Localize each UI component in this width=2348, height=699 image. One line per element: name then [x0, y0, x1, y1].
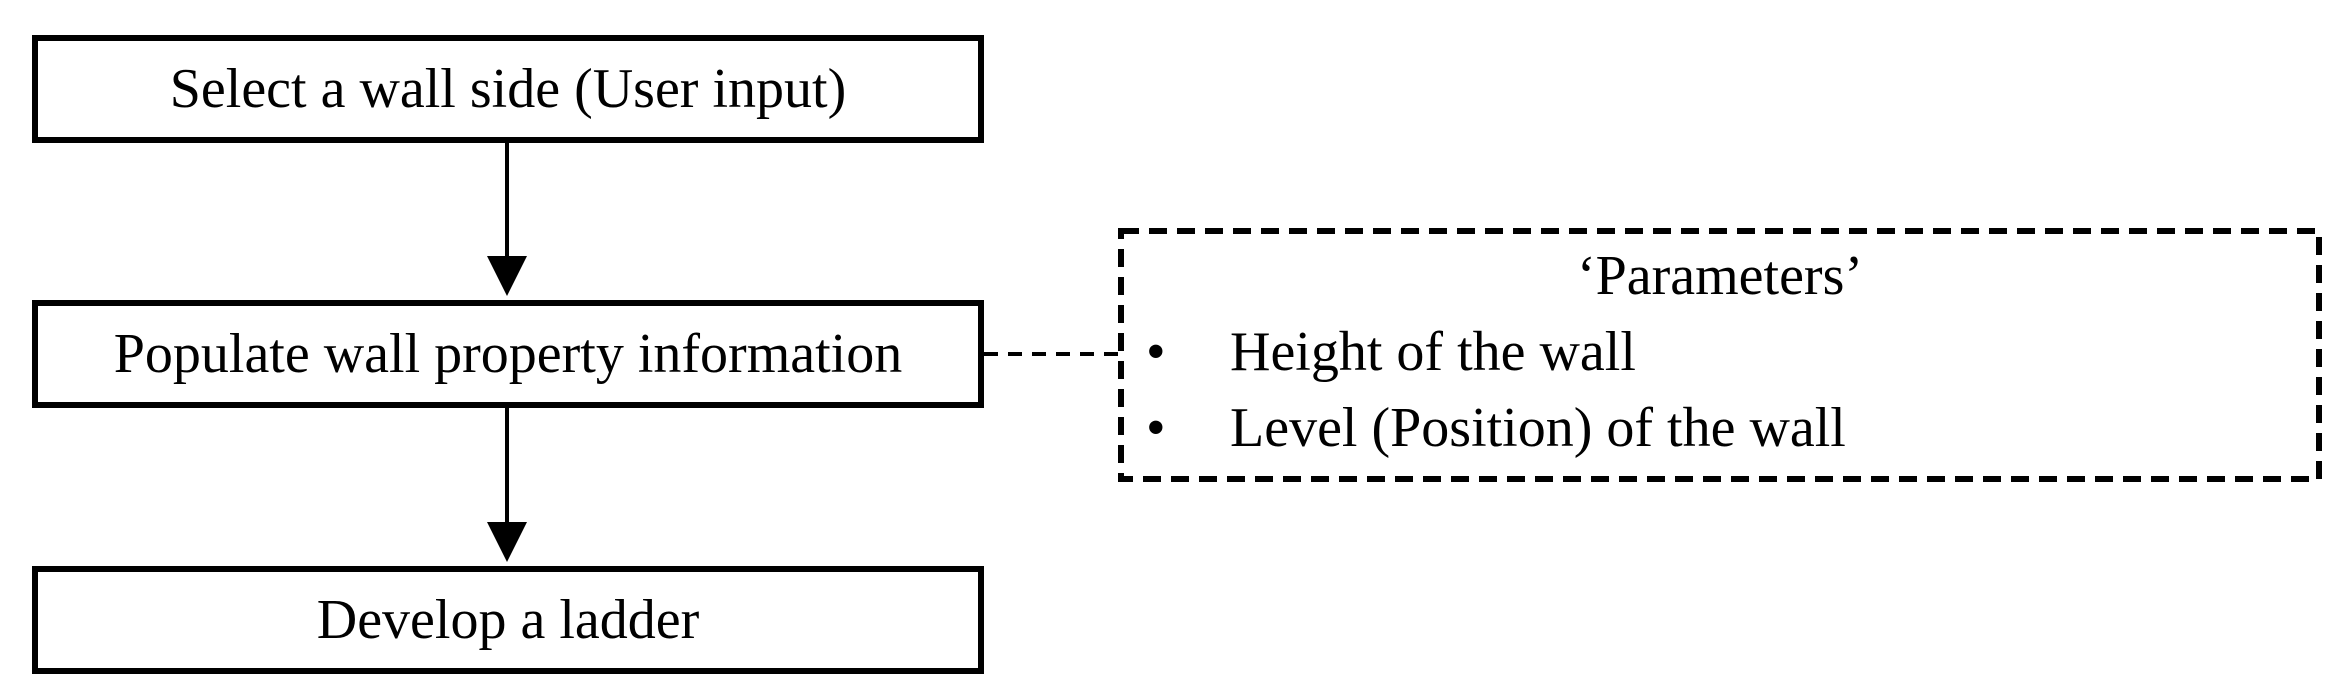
step-select-wall-side: Select a wall side (User input): [32, 35, 984, 143]
step-populate-wall-property: Populate wall property information: [32, 300, 984, 408]
parameter-item: • Level (Position) of the wall: [1146, 396, 1846, 460]
step-select-wall-side-label: Select a wall side (User input): [169, 58, 847, 120]
step-develop-ladder-label: Develop a ladder: [316, 589, 700, 651]
parameter-item: • Height of the wall: [1146, 320, 1636, 384]
parameter-level-label: Level (Position) of the wall: [1230, 397, 1846, 459]
parameters-dashed-border: [1118, 228, 2322, 482]
parameters-title: ‘Parameters’: [1576, 245, 1864, 307]
bullet: •: [1146, 397, 1166, 459]
step-develop-ladder: Develop a ladder: [32, 566, 984, 674]
parameter-height-label: Height of the wall: [1230, 321, 1636, 383]
step-populate-wall-property-label: Populate wall property information: [113, 323, 903, 385]
bullet: •: [1146, 321, 1166, 383]
parameters-box: ‘Parameters’ • Height of the wall • Leve…: [1118, 228, 2322, 482]
